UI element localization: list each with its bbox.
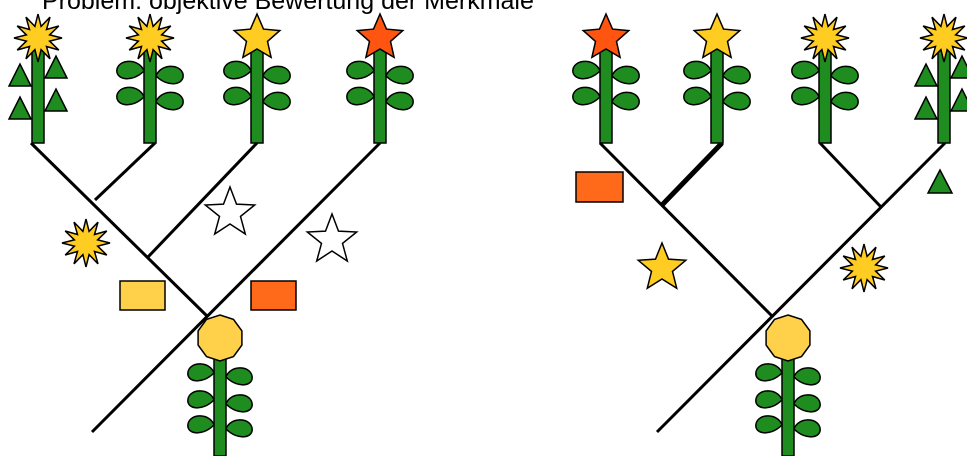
star-icon xyxy=(692,12,742,59)
triangle-leaf-icon xyxy=(949,54,967,79)
round-leaf-icon xyxy=(346,60,375,80)
round-leaf-icon xyxy=(225,367,253,386)
sun-burst-icon xyxy=(919,13,967,63)
plant-tip xyxy=(223,12,291,144)
round-leaf-icon xyxy=(793,367,821,386)
red-star-icon xyxy=(581,12,631,59)
round-leaf-icon xyxy=(155,65,184,85)
round-leaf-icon xyxy=(346,86,375,106)
character-marks-layer xyxy=(61,168,954,311)
ancestor-plant-icon xyxy=(755,314,821,456)
slide-title: Problem: objektive Bewertung der Merkmal… xyxy=(42,0,534,15)
plant-tip xyxy=(346,12,414,144)
sun-burst-icon xyxy=(125,13,175,63)
star-mark-icon xyxy=(305,211,359,263)
rectangle-mark-icon xyxy=(250,280,297,311)
ancestor-plant-icon xyxy=(187,314,253,456)
round-leaf-icon xyxy=(572,86,601,106)
triangle-leaf-icon xyxy=(7,95,33,120)
round-leaf-icon xyxy=(755,390,783,409)
round-leaf-icon xyxy=(793,419,821,438)
sunburst-mark-icon xyxy=(61,218,111,268)
round-leaf-icon xyxy=(611,65,640,85)
round-leaf-icon xyxy=(385,65,414,85)
round-leaf-icon xyxy=(223,60,252,80)
triangle-leaf-icon xyxy=(913,62,939,87)
star-mark-icon xyxy=(636,240,688,290)
plant-tip xyxy=(116,13,184,144)
red-star-icon xyxy=(355,12,405,59)
round-leaf-icon xyxy=(223,86,252,106)
round-leaf-icon xyxy=(755,363,783,382)
plant-tip xyxy=(913,13,967,144)
round-leaf-icon xyxy=(572,60,601,80)
round-leaf-icon xyxy=(116,60,145,80)
round-leaf-icon xyxy=(187,415,215,434)
branch-line xyxy=(655,141,947,434)
round-leaf-icon xyxy=(830,91,859,111)
star-mark-icon xyxy=(203,184,257,236)
branch-line xyxy=(146,141,259,259)
round-leaf-icon xyxy=(187,390,215,409)
plant-tip xyxy=(7,13,69,144)
round-leaf-icon xyxy=(187,363,215,382)
cladogram-right xyxy=(598,141,947,434)
branch-line xyxy=(90,141,382,434)
sun-burst-icon xyxy=(800,13,850,63)
round-leaf-icon xyxy=(611,91,640,111)
round-leaf-icon xyxy=(683,60,712,80)
branch-line xyxy=(29,141,210,319)
plant-tip xyxy=(572,12,640,144)
branch-line xyxy=(93,141,157,202)
ancestor-flower-head xyxy=(197,314,243,362)
plant-tip xyxy=(683,12,751,144)
stem xyxy=(250,39,264,144)
stem xyxy=(373,39,387,144)
round-leaf-icon xyxy=(830,65,859,85)
branch-line-bold xyxy=(660,141,724,207)
round-leaf-icon xyxy=(225,419,253,438)
sunburst-mark-icon xyxy=(839,243,889,293)
round-leaf-icon xyxy=(225,394,253,413)
branch-line xyxy=(818,141,883,209)
round-leaf-icon xyxy=(385,91,414,111)
round-leaf-icon xyxy=(791,60,820,80)
stem xyxy=(710,39,724,144)
triangle-leaf-icon xyxy=(949,87,967,112)
round-leaf-icon xyxy=(791,86,820,106)
plants-layer xyxy=(7,12,967,456)
rectangle-mark-icon xyxy=(119,280,166,311)
branch-line xyxy=(598,141,775,319)
round-leaf-icon xyxy=(755,415,783,434)
rectangle-mark-icon xyxy=(575,171,624,203)
triangle-leaf-icon xyxy=(43,87,69,112)
triangle-mark-icon xyxy=(926,168,954,194)
star-icon xyxy=(232,12,282,59)
triangle-leaf-icon xyxy=(43,54,69,79)
round-leaf-icon xyxy=(722,91,751,111)
round-leaf-icon xyxy=(155,91,184,111)
stem xyxy=(599,39,613,144)
cladogram-left xyxy=(29,141,382,434)
triangle-leaf-icon xyxy=(7,62,33,87)
round-leaf-icon xyxy=(116,86,145,106)
round-leaf-icon xyxy=(722,65,751,85)
round-leaf-icon xyxy=(793,394,821,413)
ancestor-flower-head xyxy=(765,314,811,362)
sun-burst-icon xyxy=(13,13,63,63)
plant-tip xyxy=(791,13,859,144)
round-leaf-icon xyxy=(262,65,291,85)
round-leaf-icon xyxy=(683,86,712,106)
round-leaf-icon xyxy=(262,91,291,111)
triangle-leaf-icon xyxy=(913,95,939,120)
